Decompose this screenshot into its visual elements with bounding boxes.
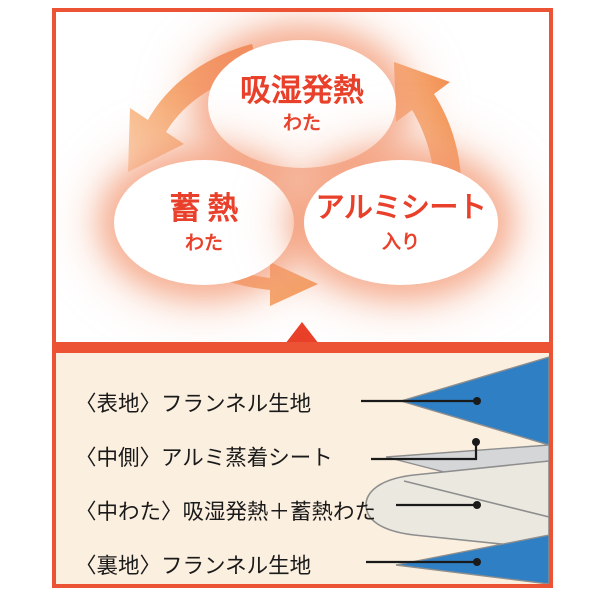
arrow-left-to-right — [140, 212, 318, 306]
bubble-top-main: 吸湿発熱 — [240, 73, 364, 108]
bubble-heat-retention: 蓄熱 わた — [114, 160, 294, 285]
layer-label-wadding: 〈中わた〉吸湿発熱＋蓄熱わた — [75, 500, 377, 524]
section-pointer-triangle — [285, 322, 319, 344]
bubble-left-sub: わた — [184, 232, 223, 254]
bubble-left-main: 蓄熱 — [169, 190, 246, 226]
bubble-top-sub: わた — [282, 113, 321, 134]
fabric-layers-panel: 〈表地〉フランネル生地 〈中側〉アルミ蒸着シート 〈中わた〉吸湿発熱＋蓄熱わた … — [56, 353, 549, 584]
heat-cycle-panel: 吸湿発熱 わた 蓄熱 わた アルミシート 入り — [56, 12, 549, 342]
layer-label-lining-fabric: 〈裏地〉フランネル生地 — [75, 554, 312, 578]
wadding-fold-line — [403, 480, 549, 518]
section-divider-bar — [56, 342, 549, 353]
bubble-right-main: アルミシート — [315, 191, 487, 224]
bubble-moisture-heat: 吸湿発熱 わた — [208, 40, 396, 168]
bubble-right-sub: 入り — [381, 231, 420, 253]
leader-dot-3 — [473, 558, 481, 566]
layer-label-middle-sheet: 〈中側〉アルミ蒸着シート — [75, 446, 333, 470]
layer-label-outer-fabric: 〈表地〉フランネル生地 — [75, 392, 312, 416]
fabric-layer-wedges — [361, 356, 549, 584]
bubble-aluminum-sheet: アルミシート 入り — [304, 160, 498, 285]
wedge-lining-flannel — [395, 534, 549, 584]
leader-dot-1 — [472, 438, 480, 446]
infographic-frame: 吸湿発熱 わた 蓄熱 わた アルミシート 入り — [52, 8, 553, 588]
leader-dot-0 — [473, 397, 481, 405]
leader-line-1 — [371, 444, 478, 461]
leader-dot-2 — [473, 501, 481, 509]
